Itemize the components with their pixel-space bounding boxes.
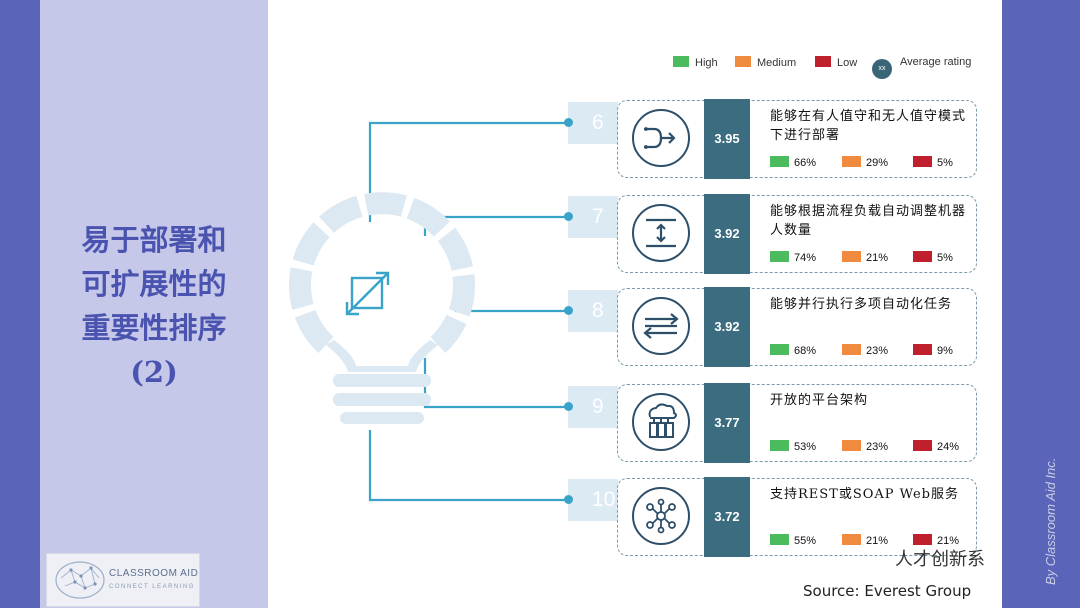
medium-pct-10: 21% (866, 535, 889, 547)
rank-7: 7 (568, 196, 618, 238)
item-card-10: 3.72 支持REST或SOAP Web服务 55% 21% 21% (617, 477, 977, 557)
medium-pct-9: 23% (866, 441, 889, 453)
logo-name: CLASSROOM AID (109, 568, 199, 579)
rank-9: 9 (568, 386, 618, 428)
legend-high-label: High (695, 57, 718, 69)
connector-9 (423, 358, 568, 409)
percentages-10: 55% 21% 21% (770, 534, 970, 548)
medium-pct-8: 23% (866, 345, 889, 357)
low-pct-10: 21% (937, 535, 960, 547)
rank-10: 10 (568, 479, 618, 521)
left-accent-band (0, 0, 40, 608)
merge-arrows-icon (632, 109, 690, 167)
high-pct-10: 55% (794, 535, 817, 547)
item-card-6: 3.95 能够在有人值守和无人值守模式下进行部署 66% 29% 5% (617, 99, 977, 179)
low-pct-7: 5% (937, 252, 953, 264)
connector-dot-6 (564, 118, 573, 127)
high-pct-8: 68% (794, 345, 817, 357)
rating-7: 3.92 (704, 194, 750, 274)
source-note: Source: Everest Group (803, 582, 972, 600)
logo-tagline: CONNECT LEARNING (109, 584, 195, 590)
rating-8: 3.92 (704, 287, 750, 367)
rank-6: 6 (568, 102, 618, 144)
vertical-resize-icon (632, 204, 690, 262)
connector-dot-7 (564, 212, 573, 221)
low-pct-8: 9% (937, 345, 953, 357)
rating-9: 3.77 (704, 383, 750, 463)
legend-average: xx Average rating (872, 56, 971, 79)
medium-pct-6: 29% (866, 157, 889, 169)
right-accent-band (1002, 0, 1080, 608)
low-swatch (815, 56, 831, 67)
item-description-10: 支持REST或SOAP Web服务 (770, 487, 960, 502)
low-pct-6: 5% (937, 157, 953, 169)
connector-dot-8 (564, 306, 573, 315)
watermark-text: 人才创新系 (895, 549, 985, 570)
high-swatch (673, 56, 689, 67)
item-card-7: 3.92 能够根据流程负载自动调整机器人数量 74% 21% 5% (617, 194, 977, 274)
legend-medium: Medium (735, 56, 796, 69)
slide-title: 易于部署和 可扩展性的 重要性排序 (2) (54, 218, 254, 394)
item-description-8: 能够并行执行多项自动化任务 (770, 297, 953, 312)
lightbulb-diagram (289, 121, 568, 502)
rating-6: 3.95 (704, 99, 750, 179)
item-card-8: 3.92 能够并行执行多项自动化任务 68% 23% 9% (617, 287, 977, 367)
title-line-3: 重要性排序 (81, 311, 227, 345)
title-line-1: 易于部署和 (81, 223, 227, 257)
medium-swatch (735, 56, 751, 67)
percentages-7: 74% 21% 5% (770, 251, 970, 265)
high-pct-6: 66% (794, 157, 817, 169)
medium-pct-7: 21% (866, 252, 889, 264)
connector-dot-9 (564, 402, 573, 411)
legend-average-label: Average rating (900, 56, 972, 68)
left-title-panel (40, 0, 268, 608)
lightbulb-base (326, 340, 438, 424)
high-pct-7: 74% (794, 252, 817, 264)
average-badge: xx (872, 59, 892, 79)
vertical-credit: By Classroom Aid Inc. (1043, 457, 1058, 585)
expand-icon (345, 271, 390, 316)
rating-10: 3.72 (704, 477, 750, 557)
legend-medium-label: Medium (757, 57, 797, 69)
legend-low: Low (815, 56, 857, 69)
item-card-9: 3.77 开放的平台架构 53% 23% 24% (617, 383, 977, 463)
title-line-2: 可扩展性的 (81, 267, 227, 301)
high-pct-9: 53% (794, 441, 817, 453)
item-description-7: 能够根据流程负载自动调整机器人数量 (770, 204, 967, 238)
percentages-6: 66% 29% 5% (770, 156, 970, 170)
item-description-6: 能够在有人值守和无人值守模式下进行部署 (770, 109, 967, 143)
percentages-9: 53% 23% 24% (770, 440, 970, 454)
legend-high: High (673, 56, 718, 69)
legend-low-label: Low (837, 57, 858, 69)
cloud-servers-icon (632, 393, 690, 451)
network-chip-icon (632, 487, 690, 545)
low-pct-9: 24% (937, 441, 960, 453)
connector-10 (368, 430, 568, 502)
brain-icon (55, 561, 105, 599)
percentages-8: 68% 23% 9% (770, 344, 970, 358)
item-description-9: 开放的平台架构 (770, 393, 869, 408)
connector-dot-10 (564, 495, 573, 504)
title-line-4: (2) (130, 355, 178, 389)
rank-8: 8 (568, 290, 618, 332)
classroom-aid-logo: CLASSROOM AID CONNECT LEARNING (46, 553, 200, 607)
connector-6 (368, 121, 568, 222)
lightbulb-ring (289, 192, 475, 354)
parallel-arrows-icon (632, 297, 690, 355)
